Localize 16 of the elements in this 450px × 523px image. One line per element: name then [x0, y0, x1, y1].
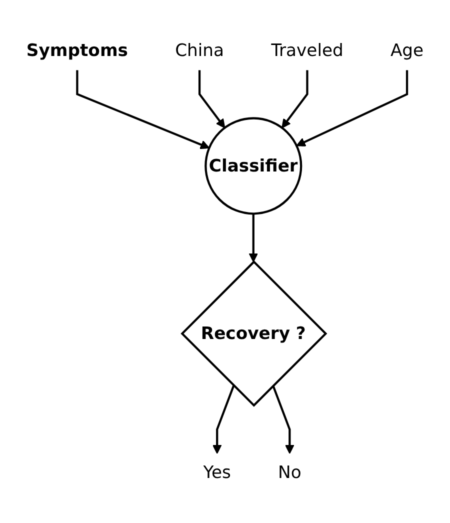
node-text: Age: [390, 40, 424, 60]
node-text: Yes: [203, 462, 231, 482]
node-text: China: [175, 40, 224, 60]
node-text: Symptoms: [26, 40, 128, 60]
node-diamond: [180, 260, 328, 407]
node-circle: [204, 116, 302, 214]
flowchart: Symptoms China Traveled Age Classifier Recovery ? Yes No: [5, 22, 445, 500]
arrow: [212, 384, 235, 454]
arrow: [198, 70, 226, 128]
arrow: [76, 70, 210, 149]
node-text: No: [278, 462, 302, 482]
arrow: [248, 213, 258, 262]
arrow: [296, 70, 408, 146]
arrow: [282, 70, 308, 128]
arrow: [272, 384, 294, 454]
node-text: Traveled: [271, 40, 344, 60]
